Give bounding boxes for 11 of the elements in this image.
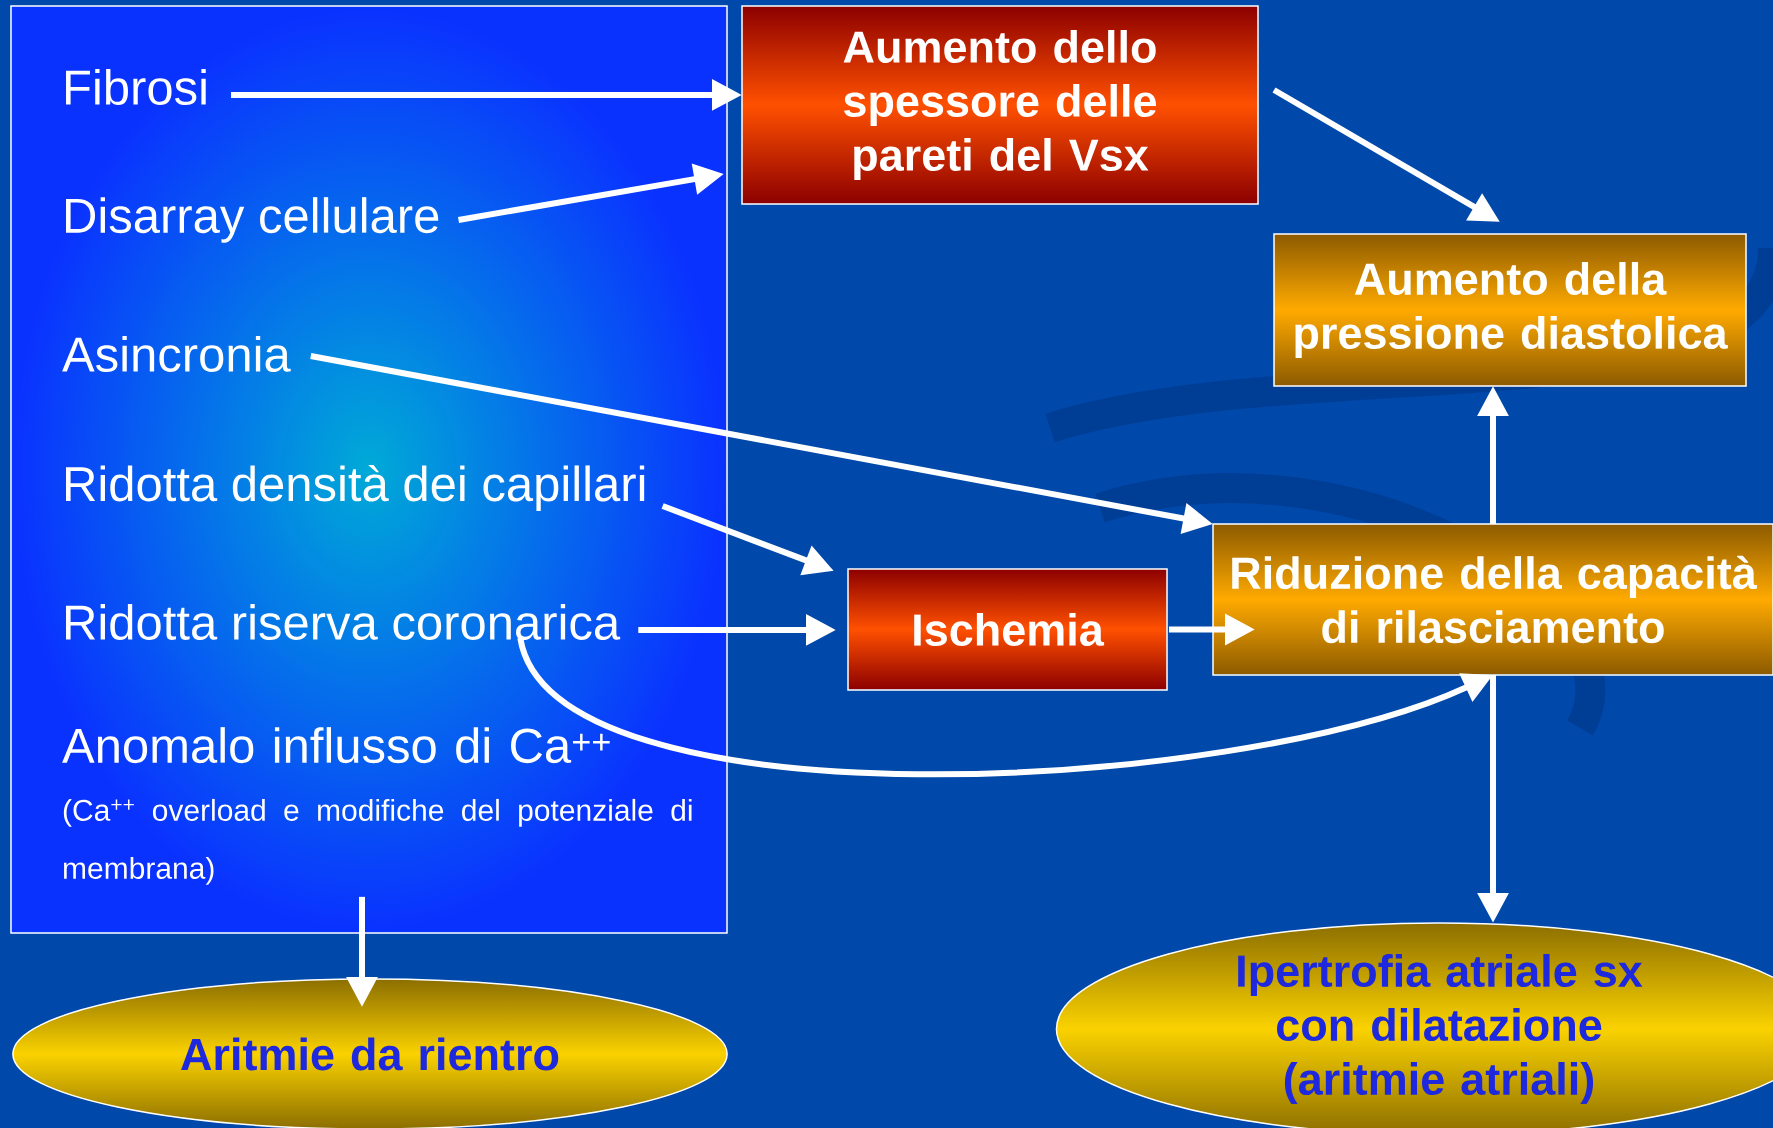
cause-label: Ridotta densità dei capillari	[66, 464, 645, 512]
process-box: Ischemia	[847, 568, 1168, 691]
cause-label: Disarray cellulare	[66, 197, 439, 243]
process-box: Aumento della pressione diastolica	[1273, 233, 1747, 387]
process-box: Aumento dello spessore delle pareti del Vsx	[741, 5, 1259, 205]
cause-label: Ridotta riserva coronarica	[66, 604, 621, 640]
cause-label: Asincronia	[62, 336, 291, 372]
cause-label: Anomalo influsso di Ca$^{++}$ (Ca$^{++}$ overload e modifiche del potenziale di membrana)	[62, 727, 692, 885]
cause-label: Fibrosi	[66, 69, 206, 105]
panel-background	[10, 5, 728, 934]
process-box: Riduzione della capacità di rilasciamento	[1212, 523, 1773, 676]
